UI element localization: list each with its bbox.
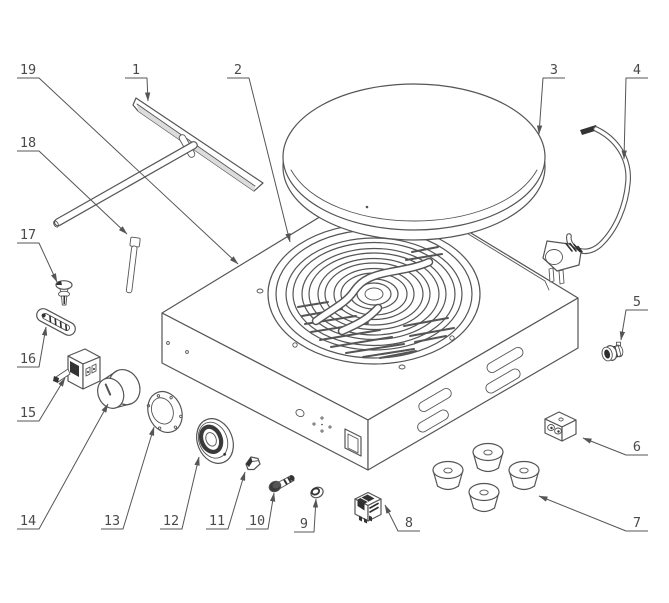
part-18-pin bbox=[125, 236, 141, 294]
callout-10: 10 bbox=[246, 492, 276, 530]
callout-18-label: 18 bbox=[20, 135, 36, 151]
part-15-thermostat bbox=[53, 348, 101, 390]
part-1-batter-spreader bbox=[53, 97, 264, 228]
plug-pin bbox=[558, 269, 565, 285]
part-10-screw bbox=[268, 475, 295, 493]
callout-11-label: 11 bbox=[209, 513, 225, 529]
part-14-control-knob bbox=[97, 369, 141, 409]
mounting-hole-cluster bbox=[312, 416, 332, 433]
part-6-terminal-block bbox=[544, 411, 577, 442]
vent-slots bbox=[417, 347, 524, 433]
callout-12-label: 12 bbox=[163, 513, 179, 529]
part-3-cooking-plate bbox=[282, 83, 546, 241]
part-8-rocker-switch bbox=[354, 491, 382, 524]
rubber-foot bbox=[472, 442, 504, 473]
rubber-foot bbox=[508, 460, 540, 491]
part-2-heating-element bbox=[267, 223, 481, 365]
callout-7-label: 7 bbox=[633, 515, 641, 531]
coil-serpentine bbox=[311, 257, 434, 336]
part-16-bracket bbox=[36, 308, 76, 336]
callout-7: 7 bbox=[538, 495, 648, 532]
callouts: 1 2 3 4 5 6 7 8 bbox=[17, 62, 648, 533]
callout-8: 8 bbox=[384, 504, 420, 532]
callout-17: 17 bbox=[17, 227, 58, 283]
callout-1: 1 bbox=[125, 62, 151, 102]
callout-6-label: 6 bbox=[633, 439, 641, 455]
part-13-flange-ring bbox=[146, 390, 183, 434]
callout-16-label: 16 bbox=[20, 351, 36, 367]
part-4-power-cord-plug bbox=[542, 125, 631, 285]
callout-19-label: 19 bbox=[20, 62, 36, 78]
part-9-indicator-lamp bbox=[310, 486, 324, 499]
rubber-foot bbox=[468, 482, 500, 513]
callout-3: 3 bbox=[536, 62, 565, 135]
part-7-rubber-feet bbox=[432, 442, 540, 513]
callout-11: 11 bbox=[206, 471, 246, 530]
callout-4: 4 bbox=[621, 62, 648, 160]
spreader-blade bbox=[132, 97, 264, 192]
callout-2: 2 bbox=[227, 62, 291, 243]
callout-5-label: 5 bbox=[633, 294, 641, 310]
callout-2-label: 2 bbox=[234, 62, 242, 78]
callout-18: 18 bbox=[17, 135, 128, 235]
callout-16: 16 bbox=[17, 326, 48, 368]
callout-13-label: 13 bbox=[104, 513, 120, 529]
callout-10-label: 10 bbox=[249, 513, 265, 529]
plug-pin bbox=[548, 267, 555, 283]
callout-8-label: 8 bbox=[405, 515, 413, 531]
callout-13: 13 bbox=[101, 426, 155, 530]
callout-17-label: 17 bbox=[20, 227, 36, 243]
part-17-rivet bbox=[55, 280, 73, 306]
callout-19: 19 bbox=[17, 62, 239, 265]
callout-14-label: 14 bbox=[20, 513, 36, 529]
callout-15: 15 bbox=[17, 377, 66, 422]
callout-14: 14 bbox=[17, 403, 109, 530]
callout-4-label: 4 bbox=[633, 62, 641, 78]
callout-5: 5 bbox=[619, 294, 648, 341]
callout-3-label: 3 bbox=[550, 62, 558, 78]
rubber-foot bbox=[432, 460, 464, 491]
callout-9: 9 bbox=[294, 498, 319, 533]
callout-12: 12 bbox=[160, 456, 200, 530]
part-11-clip bbox=[245, 456, 261, 471]
callout-15-label: 15 bbox=[20, 405, 36, 421]
spreader-rod bbox=[53, 141, 198, 228]
callout-9-label: 9 bbox=[300, 516, 308, 532]
coil-rings bbox=[285, 237, 463, 351]
callout-6: 6 bbox=[582, 437, 648, 456]
callout-1-label: 1 bbox=[132, 62, 140, 78]
part-5-cable-gland bbox=[601, 341, 624, 362]
part-12-knob-bezel bbox=[196, 418, 234, 464]
switch-cutout bbox=[344, 428, 362, 457]
